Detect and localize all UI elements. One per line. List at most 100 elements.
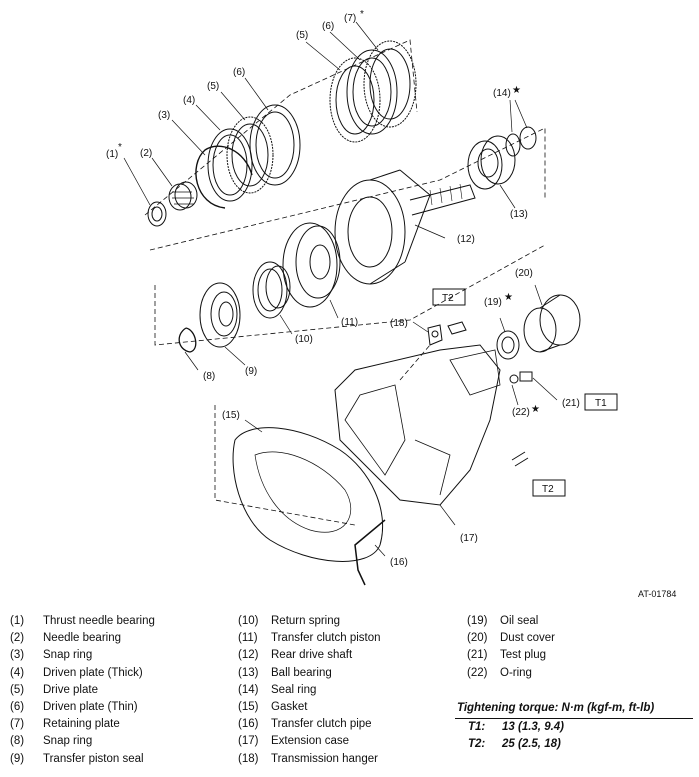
legend-part-name: Transfer piston seal <box>43 752 144 765</box>
torque-header: Tightening torque: N·m (kgf-m, ft-lb) <box>455 700 693 720</box>
legend-item: (18) Transmission hanger <box>238 751 381 768</box>
seal-ring-part <box>505 126 537 157</box>
legend-part-name: Driven plate (Thick) <box>43 666 143 679</box>
legend-number: (6) <box>10 701 25 714</box>
legend-part-name: Test plug <box>500 649 547 662</box>
legend-item: (4) Driven plate (Thick) <box>10 665 155 682</box>
svg-text:(5): (5) <box>296 30 308 41</box>
legend-item: (8) Snap ring <box>10 733 155 750</box>
legend-number: (21) <box>467 649 488 662</box>
legend-part-name: Drive plate <box>43 683 98 696</box>
svg-text:(6): (6) <box>322 21 334 32</box>
t2-box-bottom <box>532 479 566 497</box>
legend-item: (9)Transfer piston seal <box>10 751 155 768</box>
legend-item: (7) Retaining plate <box>10 716 155 733</box>
torque-key: T2: <box>468 738 486 751</box>
svg-text:(15): (15) <box>222 410 240 421</box>
legend-part-name: Snap ring <box>43 735 93 748</box>
legend-number: (14) <box>238 683 259 696</box>
legend-item: (3) Snap ring <box>10 647 155 664</box>
svg-text:(4): (4) <box>183 95 195 106</box>
rear-drive-shaft-part <box>334 169 476 285</box>
star-icon: ★ <box>512 85 521 96</box>
svg-text:(6): (6) <box>233 67 245 78</box>
svg-text:(7): (7) <box>344 13 356 24</box>
svg-text:(21): (21) <box>562 398 580 409</box>
legend-item: (19) Oil seal <box>467 613 555 630</box>
t1-box <box>584 393 618 411</box>
legend-number: (18) <box>238 752 259 765</box>
svg-text:(11): (11) <box>341 317 358 328</box>
asterisk-mark-7: * <box>360 9 364 20</box>
thrust-needle-bearing-part <box>147 201 167 227</box>
legend-part-name: Snap ring <box>43 649 93 662</box>
legend-number: (1) <box>10 615 25 627</box>
legend-number: (10) <box>238 615 259 627</box>
legend-part-name: Transfer clutch piston <box>271 632 381 645</box>
legend-number: (12) <box>238 649 259 662</box>
legend-item: (17) Extension case <box>238 733 381 750</box>
legend-number: (22) <box>467 666 488 679</box>
svg-text:(13): (13) <box>510 209 528 220</box>
legend-column-1: (1)Thrust needle bearing(2)Needle bearin… <box>10 613 155 768</box>
legend-number: (17) <box>238 735 259 748</box>
legend-item: (21) Test plug <box>467 647 555 664</box>
leader-lines <box>123 21 558 557</box>
svg-text:(5): (5) <box>207 81 219 92</box>
oil-seal-part <box>496 330 520 360</box>
clutch-plates-right-pack <box>329 40 417 143</box>
legend-item: (20)Dust cover <box>467 630 555 647</box>
legend-part-name: Transmission hanger <box>271 752 378 765</box>
needle-bearing-part <box>168 181 198 211</box>
svg-text:(18): (18) <box>390 318 408 329</box>
svg-text:(19): (19) <box>484 297 502 308</box>
svg-text:(2): (2) <box>140 148 152 159</box>
svg-text:(22): (22) <box>512 407 530 418</box>
transfer-piston-seal-part <box>199 282 241 348</box>
legend-item: (6)Driven plate (Thin) <box>10 699 155 716</box>
legend-column-2: (10)Return spring(11)Transfer clutch pis… <box>238 613 381 768</box>
ball-bearing-part <box>467 135 516 190</box>
t2-label-bottom: T2 <box>542 484 554 495</box>
torque-key: T1: <box>468 721 486 734</box>
upper-assembly-dashed-outline <box>144 39 546 526</box>
legend-number: (4) <box>10 666 25 679</box>
t2-label-top: T2 <box>442 293 454 304</box>
star-icon: ★ <box>531 404 540 415</box>
snap-ring-lower-part <box>178 327 197 353</box>
svg-text:(17): (17) <box>460 533 478 544</box>
legend-part-name: Rear drive shaft <box>271 649 353 662</box>
legend-part-name: Seal ring <box>271 683 317 696</box>
svg-text:(20): (20) <box>515 268 533 279</box>
gasket-part <box>232 427 384 562</box>
figure-code: AT-01784 <box>638 589 677 599</box>
test-plug-part <box>509 371 533 384</box>
legend-part-name: Thrust needle bearing <box>43 615 155 627</box>
legend-column-3: (19)Oil seal(20)Dust cover(21)Test plug(… <box>467 613 555 682</box>
legend-number: (15) <box>238 701 259 714</box>
svg-text:(14): (14) <box>493 88 511 99</box>
legend-number: (8) <box>10 735 25 748</box>
extension-case-part <box>334 344 501 506</box>
t1-label: T1 <box>595 398 607 409</box>
svg-text:(3): (3) <box>158 110 170 121</box>
legend-part-name: Return spring <box>271 615 341 627</box>
legend-item: (13)Ball bearing <box>238 665 381 682</box>
torque-row: T2: 25 (2.5, 18) <box>455 736 693 753</box>
legend-number: (2) <box>10 632 25 645</box>
legend-number: (3) <box>10 649 25 662</box>
legend-item: (10) Return spring <box>238 613 381 630</box>
legend-part-name: Oil seal <box>500 615 539 627</box>
legend-number: (19) <box>467 615 488 627</box>
legend-part-name: Retaining plate <box>43 718 120 731</box>
legend-part-name: Extension case <box>271 735 349 748</box>
legend-item: (22) O-ring <box>467 665 555 682</box>
transfer-clutch-pipe-part <box>354 519 386 586</box>
return-spring-part <box>252 261 291 319</box>
svg-text:(16): (16) <box>390 557 408 568</box>
svg-text:(10): (10) <box>295 334 313 345</box>
legend-part-name: Ball bearing <box>271 666 332 679</box>
torque-value: 13 (1.3, 9.4) <box>502 721 565 734</box>
legend-part-name: O-ring <box>500 666 532 679</box>
legend-number: (7) <box>10 718 25 731</box>
